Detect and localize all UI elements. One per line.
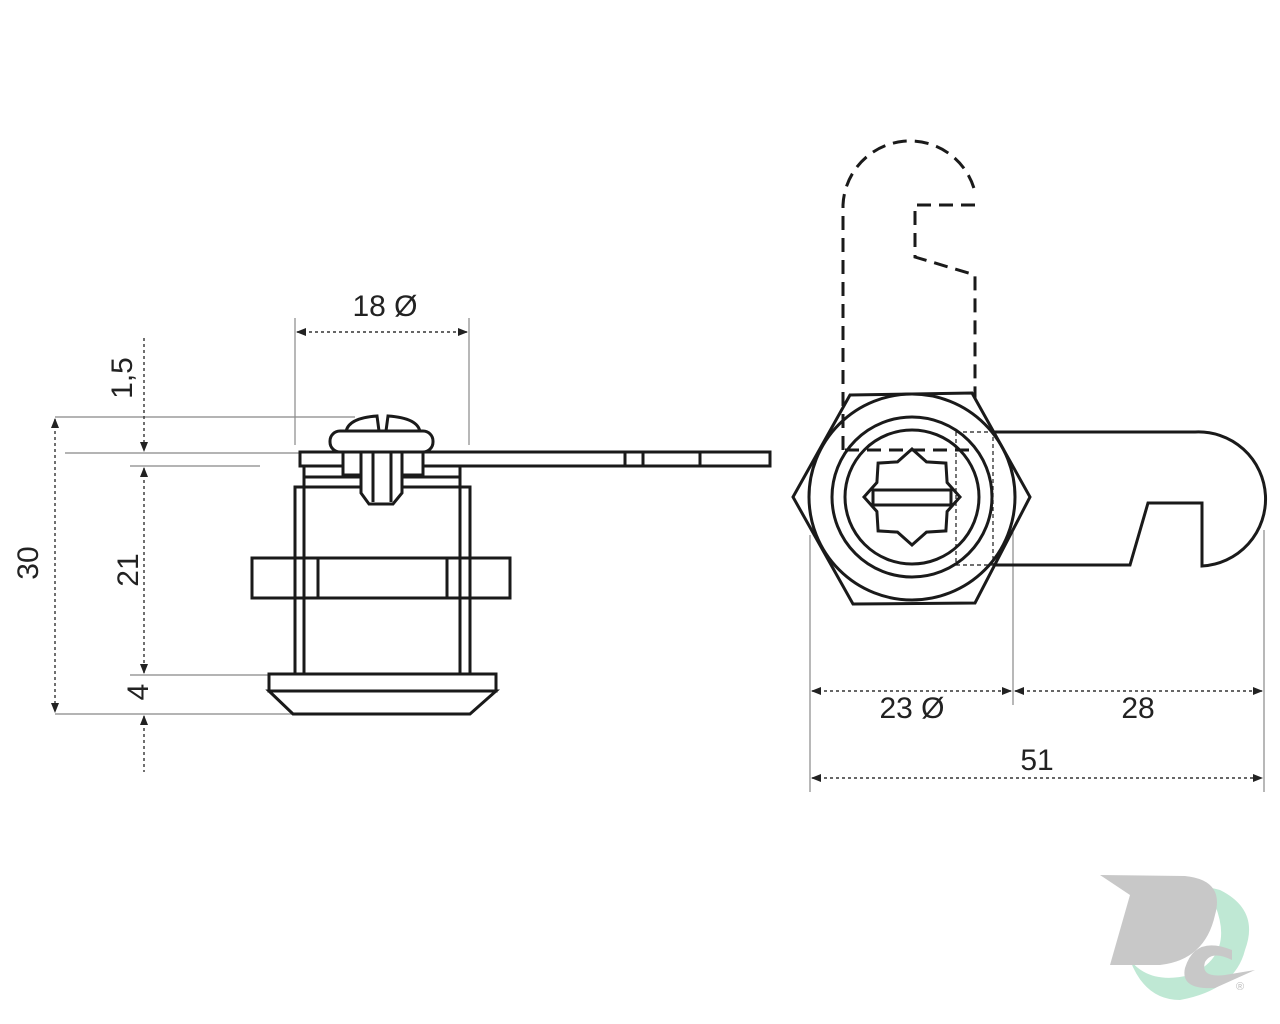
dim-28: 28: [1121, 692, 1154, 725]
registered-mark: ®: [1236, 981, 1244, 993]
dim-4: 4: [122, 684, 155, 701]
dim-1-5: 1,5: [106, 357, 139, 399]
flange: [267, 672, 498, 693]
dim-18-diameter: 18 Ø: [352, 290, 417, 323]
hex-nut: [791, 391, 1032, 606]
dim-51: 51: [1020, 744, 1053, 777]
screw: [328, 414, 435, 506]
dim-30: 30: [12, 546, 45, 579]
dim-23-diameter: 23 Ø: [879, 692, 944, 725]
front-view: [791, 139, 1268, 792]
key-star: [861, 446, 963, 548]
dim-21: 21: [112, 553, 145, 586]
dc-logo: ®: [1100, 875, 1255, 1000]
cam-arm: [993, 430, 1268, 568]
side-view: 18 Ø 1,5 30 21 4: [12, 290, 772, 772]
cam-alt-position: [841, 139, 977, 450]
